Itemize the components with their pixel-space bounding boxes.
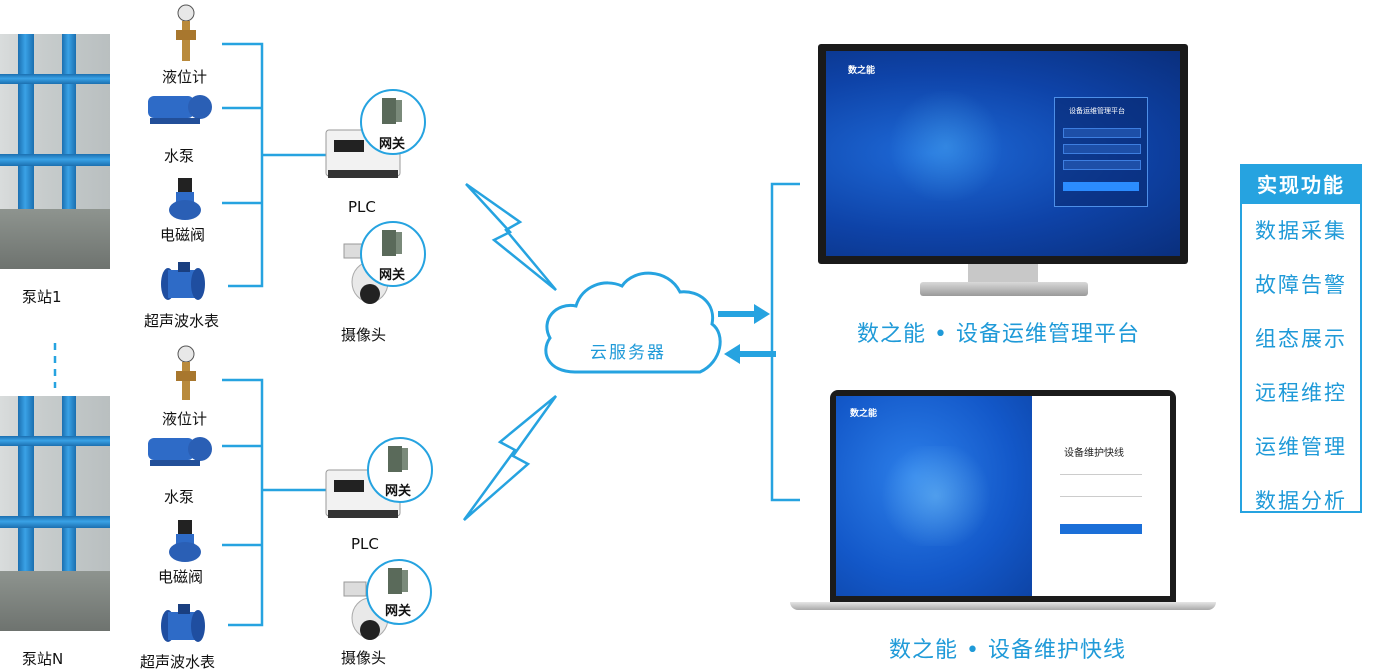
- login-button[interactable]: [1063, 182, 1139, 191]
- level-gauge-icon: [176, 345, 196, 400]
- isometric-illustration: [876, 446, 996, 546]
- monitor-screen: 数之能 设备运维管理平台: [826, 51, 1180, 256]
- gateway-label: 网关: [385, 484, 412, 499]
- plc-label: PLC: [351, 535, 379, 553]
- gateway-icon: [366, 559, 432, 625]
- function-item: 组态展示: [1255, 327, 1347, 351]
- function-item: 运维管理: [1255, 435, 1347, 459]
- plc-label: PLC: [348, 198, 376, 216]
- password-input[interactable]: [1060, 496, 1142, 497]
- isometric-illustration: [886, 91, 1006, 201]
- device-label: 超声波水表: [140, 653, 216, 671]
- solenoid-valve-icon: [169, 520, 201, 562]
- device-label: 超声波水表: [144, 312, 220, 330]
- laptop-login-title: 设备维护快线: [1064, 448, 1124, 459]
- platform-bracket: [770, 182, 800, 502]
- station-label: 泵站N: [22, 650, 64, 668]
- solenoid-valve-icon: [169, 178, 201, 220]
- username-input[interactable]: [1063, 128, 1141, 138]
- username-input[interactable]: [1060, 474, 1142, 475]
- device-label: 电磁阀: [158, 568, 204, 586]
- lightning-icon-bottom: [462, 395, 558, 521]
- monitor-caption: 数之能 • 设备运维管理平台: [857, 322, 1140, 347]
- monitor-neck: [968, 264, 1038, 284]
- pump-station-photo-1: [0, 34, 110, 269]
- device-label: 水泵: [164, 488, 195, 506]
- level-gauge-icon: [176, 4, 196, 61]
- laptop-screen: 数之能 设备维护快线: [836, 396, 1170, 596]
- password-input[interactable]: [1063, 144, 1141, 154]
- device-label: 液位计: [162, 68, 208, 86]
- cloud-server-label: 云服务器: [590, 343, 666, 363]
- function-item: 数据分析: [1255, 489, 1347, 513]
- laptop-brand-logo: 数之能: [850, 409, 878, 419]
- lightning-icon-top: [465, 182, 557, 291]
- data-arrows: [718, 304, 776, 364]
- water-pump-icon: [148, 95, 212, 124]
- water-pump-icon: [148, 437, 212, 466]
- gateway-label: 网关: [379, 137, 406, 152]
- station-label: 泵站1: [22, 288, 62, 306]
- function-item: 数据采集: [1255, 219, 1347, 243]
- captcha-input[interactable]: [1063, 160, 1141, 170]
- monitor-stand: [920, 282, 1088, 296]
- login-title: 设备运维管理平台: [1069, 107, 1125, 115]
- laptop-base: [790, 602, 1216, 610]
- functions-panel: 实现功能 数据采集 故障告警 组态展示 远程维控 运维管理 数据分析: [1240, 164, 1362, 513]
- ultrasonic-meter-icon: [161, 262, 205, 300]
- gateway-label: 网关: [379, 268, 406, 283]
- pump-station-photo-n: [0, 396, 110, 631]
- laptop-illustration-panel: 数之能: [836, 396, 1032, 596]
- gateway-icon: [360, 221, 426, 287]
- function-item: 远程维控: [1255, 381, 1347, 405]
- stationN-bracket: [222, 378, 264, 627]
- login-panel: 设备运维管理平台: [1054, 97, 1148, 207]
- device-label: 水泵: [164, 147, 195, 165]
- device-label: 液位计: [162, 410, 208, 428]
- camera-label: 摄像头: [341, 326, 387, 344]
- function-item: 故障告警: [1255, 273, 1347, 297]
- gateway-label: 网关: [385, 604, 412, 619]
- gateway-icon: [360, 89, 426, 155]
- laptop-caption: 数之能 • 设备维护快线: [889, 638, 1126, 663]
- functions-title: 实现功能: [1242, 166, 1360, 204]
- monitor-brand-logo: 数之能: [848, 66, 876, 76]
- ultrasonic-meter-icon: [161, 604, 205, 642]
- gateway-icon: [367, 437, 433, 503]
- login-button[interactable]: [1060, 524, 1142, 534]
- cloud-icon: [544, 271, 722, 374]
- device-label: 电磁阀: [160, 226, 206, 244]
- station1-bracket: [222, 42, 264, 288]
- camera-label: 摄像头: [341, 649, 387, 667]
